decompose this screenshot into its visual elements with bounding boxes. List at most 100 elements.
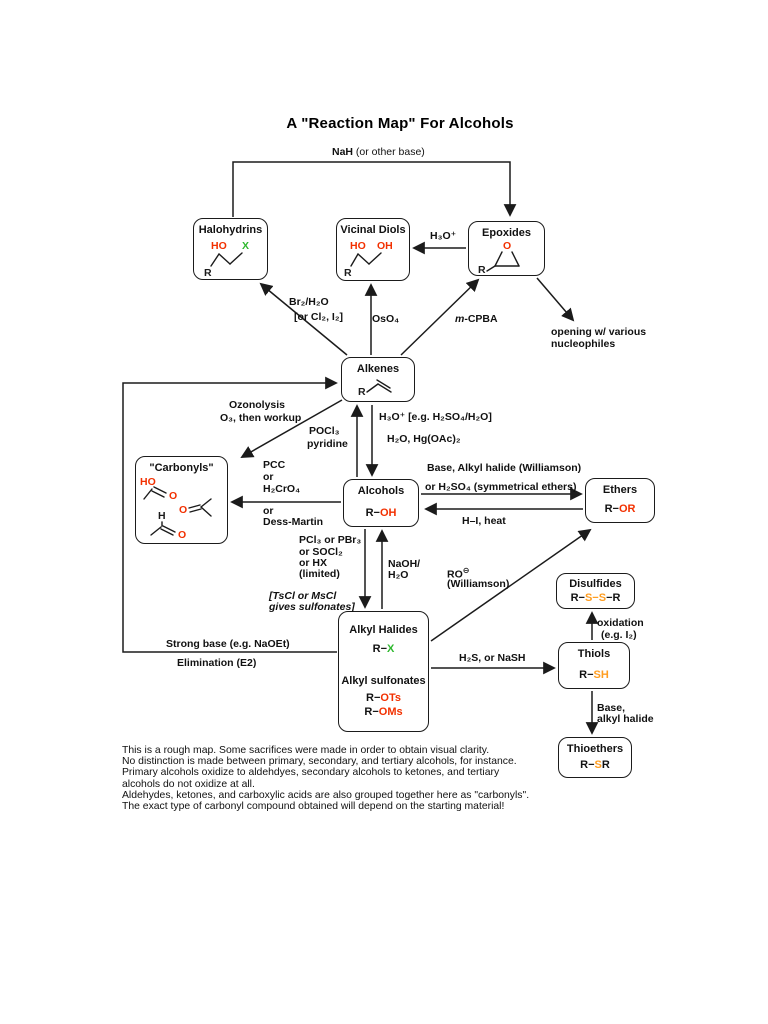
- label-alkoxide: RO⊖: [447, 566, 470, 581]
- node-epoxides: Epoxides O R: [468, 221, 545, 276]
- svg-text:HO: HO: [140, 476, 156, 488]
- label-or-2: or: [263, 505, 274, 517]
- footnote-line: alcohols do not oxidize at all.: [122, 778, 255, 790]
- label-strong-base: Strong base (e.g. NaOEt): [166, 638, 290, 650]
- label-br2-h2o: Br₂/H₂O: [289, 296, 329, 308]
- svg-text:O: O: [179, 504, 187, 516]
- label-ozonolysis-2: O₃, then workup: [220, 412, 302, 424]
- svg-text:O: O: [178, 529, 186, 540]
- label-naoh: NaOH/: [388, 558, 421, 570]
- node-disulfides-title: Disulfides: [569, 578, 622, 590]
- label-or-cl2-i2: [or Cl₂, I₂]: [294, 311, 343, 323]
- label-oxidation-2: (e.g. I₂): [601, 629, 637, 641]
- carbonyl-structures: HO O O H O: [140, 476, 212, 540]
- footnote-line: This is a rough map. Some sacrifices wer…: [122, 745, 490, 756]
- arrow-ozonolysis-to-carbonyls: [240, 399, 343, 458]
- node-thiols: Thiols R−SH: [558, 642, 630, 689]
- arrow-alkylhalide-to-ether: [430, 528, 592, 642]
- node-halohydrins-title: Halohydrins: [198, 224, 263, 236]
- label-hydration-2: H₂O, Hg(OAc)₂: [387, 433, 461, 445]
- node-ethers-title: Ethers: [602, 484, 638, 496]
- label-hydration-1: H₃O⁺ [e.g. H₂SO₄/H₂O]: [379, 411, 492, 423]
- svg-text:X: X: [242, 240, 249, 252]
- svg-text:O: O: [503, 240, 511, 252]
- svg-text:HO: HO: [211, 240, 227, 252]
- label-pcc-or: or: [263, 471, 274, 483]
- svg-text:O: O: [169, 490, 177, 502]
- label-opening-1: opening w/ various: [551, 326, 647, 338]
- label-oxidation-1: oxidation: [597, 617, 644, 629]
- alcohol-formula: R−OH: [365, 507, 397, 519]
- arrow-alkene-to-epoxide: [400, 278, 480, 356]
- node-alkenes: Alkenes R: [341, 357, 415, 402]
- node-ethers: Ethers R−OR: [585, 478, 655, 523]
- alkyl-halide-formula: R−X: [372, 643, 395, 655]
- arrow-elimination-to-alkene: [122, 376, 338, 653]
- node-alkyl-halides-title: Alkyl Halides: [349, 624, 418, 636]
- node-alcohols: Alcohols R−OH: [343, 479, 419, 527]
- disulfide-formula: R−S−S−R: [570, 592, 621, 604]
- footnote-line: The exact type of carbonyl compound obta…: [122, 801, 505, 813]
- footnote-line: Primary alcohols oxidize to aldehdyes, s…: [122, 767, 500, 779]
- node-thioethers-title: Thioethers: [566, 743, 624, 755]
- label-limited: (limited): [299, 568, 340, 580]
- footnotes: This is a rough map. Some sacrifices wer…: [122, 745, 529, 812]
- label-base-1: Base,: [597, 702, 626, 714]
- node-alcohols-title: Alcohols: [357, 485, 405, 497]
- label-ozonolysis-1: Ozonolysis: [229, 399, 286, 411]
- label-tscl-1: [TsCl or MsCl: [269, 590, 337, 602]
- label-oso4: OsO₄: [372, 313, 400, 325]
- label-base-2: alkyl halide: [597, 713, 654, 725]
- svg-text:R: R: [344, 267, 352, 278]
- svg-text:R: R: [204, 267, 212, 278]
- alkene-structure: R: [358, 379, 392, 398]
- node-carbonyls: "Carbonyls" HO O O H O: [135, 456, 228, 544]
- ether-formula: R−OR: [604, 503, 636, 515]
- thioether-formula: R−SR: [580, 759, 610, 771]
- node-thioethers: Thioethers R−SR: [558, 737, 632, 778]
- node-epoxides-title: Epoxides: [482, 227, 531, 239]
- svg-text:R: R: [478, 264, 486, 275]
- label-mcpba: m-CPBA: [455, 313, 498, 325]
- mesylate-formula: R−OMs: [364, 706, 403, 718]
- node-carbonyls-title: "Carbonyls": [149, 462, 214, 474]
- arrow-alkene-to-halohydrin: [259, 282, 348, 356]
- label-nah: NaH (or other base): [332, 146, 425, 158]
- label-tscl-2: gives sulfonates]: [269, 601, 355, 613]
- label-elimination: Elimination (E2): [177, 657, 257, 669]
- node-halohydrins: Halohydrins HO X R: [193, 218, 268, 280]
- thiol-formula: R−SH: [579, 669, 609, 681]
- label-h3o-epoxide-opening: H₃O⁺: [430, 230, 457, 242]
- footnote-line: No distinction is made between primary, …: [122, 756, 517, 768]
- node-alkyl-halides: Alkyl Halides R−X Alkyl sulfonates R−OTs…: [338, 611, 429, 732]
- label-h2s-nash: H₂S, or NaSH: [459, 652, 526, 664]
- label-socl2: or SOCl₂: [299, 546, 343, 558]
- node-disulfides: Disulfides R−S−S−R: [556, 573, 635, 609]
- epoxide-structure: O R: [478, 240, 520, 275]
- tosylate-formula: R−OTs: [366, 692, 401, 704]
- node-thiols-title: Thiols: [577, 648, 611, 660]
- label-williamson-2: or H₂SO₄ (symmetrical ethers): [425, 481, 577, 493]
- alkyl-sulfonates-title: Alkyl sulfonates: [341, 675, 426, 687]
- svg-text:OH: OH: [377, 240, 393, 252]
- halohydrin-structure: HO X R: [204, 240, 249, 278]
- label-hx: or HX: [299, 557, 328, 569]
- label-dess-martin: Dess-Martin: [263, 516, 324, 528]
- node-vicinal-diols-title: Vicinal Diols: [340, 224, 406, 236]
- diol-structure: HO OH R: [344, 240, 393, 278]
- footnote-line: Aldehydes, ketones, and carboxylic acids…: [122, 789, 530, 801]
- svg-text:H: H: [158, 510, 166, 522]
- label-naoh-h2o: H₂O: [388, 569, 409, 581]
- page-title: A "Reaction Map" For Alcohols: [286, 115, 514, 132]
- arrow-nah-alkoxide-to-epoxide: [232, 161, 517, 217]
- svg-text:R: R: [358, 386, 366, 398]
- label-williamson-note: (Williamson): [447, 578, 510, 590]
- label-h2cro4: H₂CrO₄: [263, 483, 301, 495]
- node-alkenes-title: Alkenes: [356, 363, 400, 375]
- svg-text:HO: HO: [350, 240, 366, 252]
- label-opening-2: nucleophiles: [551, 338, 616, 350]
- label-pyridine: pyridine: [307, 438, 348, 450]
- label-williamson-1: Base, Alkyl halide (Williamson): [427, 462, 582, 474]
